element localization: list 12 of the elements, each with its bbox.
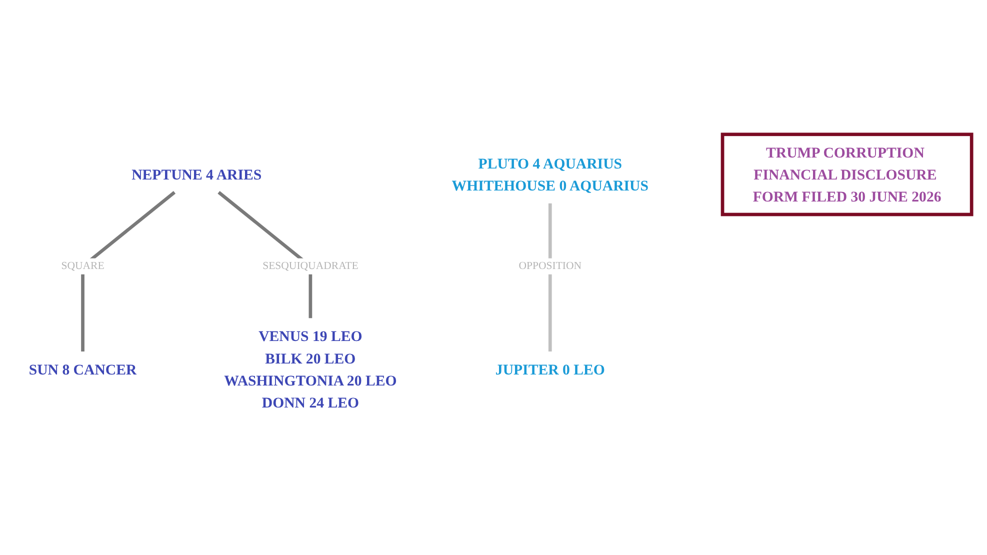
node-box: TRUMP CORRUPTION FINANCIAL DISCLOSURE FORM FILED 30 JUNE 2026: [720, 132, 974, 216]
edge-label: SESQUIQUADRATE: [262, 260, 358, 272]
connector: [218, 191, 312, 318]
node-text: VENUS 19 LEO BILK 20 LEO WASHINGTONIA 20 LEO DONN 24 LEO: [224, 328, 397, 412]
node-text: SUN 8 CANCER: [28, 360, 137, 378]
edge-label: SQUARE: [61, 260, 104, 272]
edge-label: OPPOSITION: [518, 260, 582, 272]
node-text: NEPTUNE 4 ARIES: [132, 166, 262, 183]
connector: [81, 191, 176, 352]
node-text: PLUTO 4 AQUARIUS WHITEHOUSE 0 AQUARIUS: [452, 154, 648, 194]
node-text: JUPITER 0 LEO: [495, 360, 605, 378]
connector: [548, 203, 552, 352]
